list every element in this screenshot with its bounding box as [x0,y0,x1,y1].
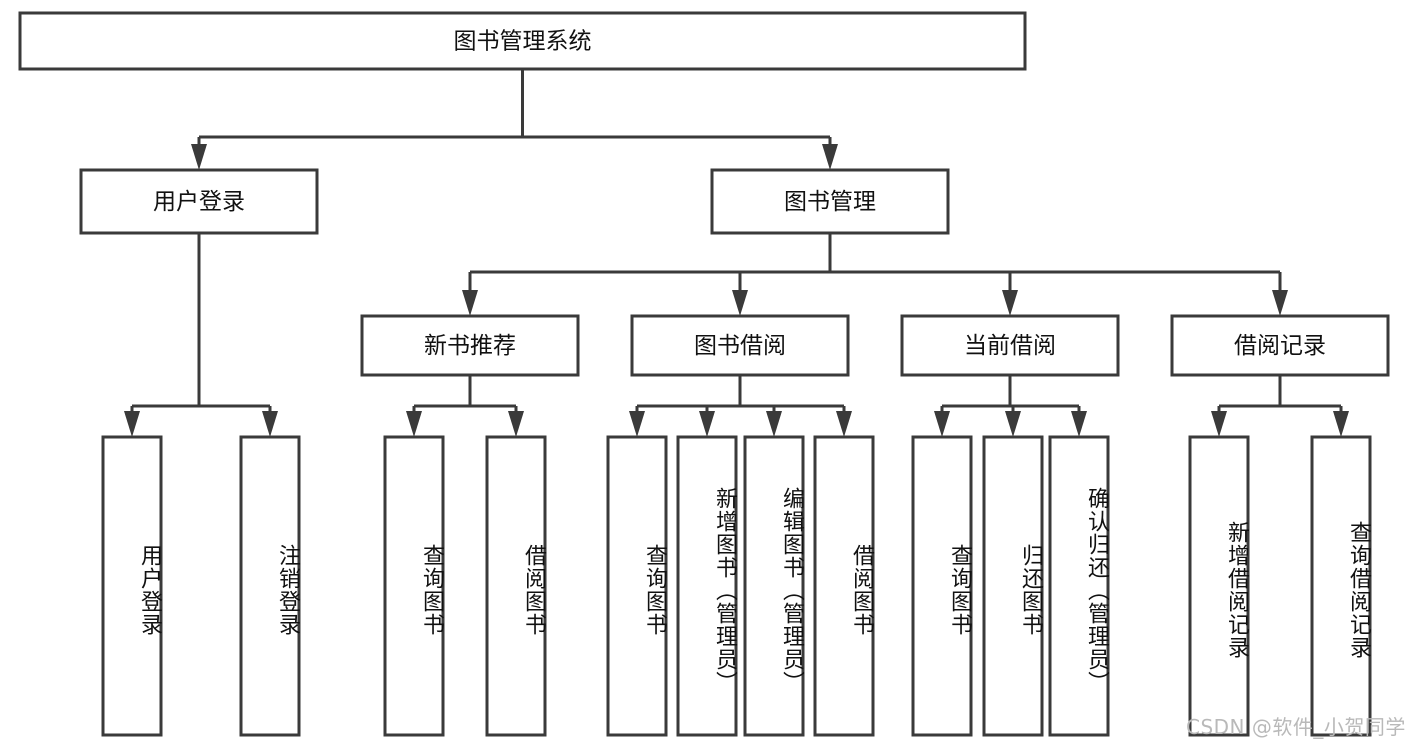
leaf-leaf-borrow-book-box[interactable] [813,435,875,737]
leaf-leaf-add-book-box[interactable] [676,435,738,737]
connector-layer [124,69,1349,437]
node-book-borrow-label: 图书借阅 [694,333,786,359]
arrow-head-leaf-borrow-book [836,411,852,437]
node-borrow-record-label: 借阅记录 [1234,333,1326,359]
leaf-leaf-borrow-book-recommend-box[interactable] [485,435,547,737]
arrow-head-leaf-return-book [1005,411,1021,437]
arrow-head-book-borrow [732,290,748,316]
node-new-book-recommend-label: 新书推荐 [424,333,516,359]
node-new-book-recommend-box[interactable] [360,314,580,377]
arrow-head-leaf-edit-book [766,411,782,437]
arrow-head-leaf-query-borrow-record [1333,411,1349,437]
arrow-head-user-login [191,144,207,170]
leaf-leaf-query-book-borrow-box[interactable] [606,435,668,737]
arrow-head-leaf-add-borrow-record [1211,411,1227,437]
leaf-leaf-return-book-box[interactable] [982,435,1044,737]
watermark-text: CSDN @软件_小贺同学 [1186,715,1405,739]
node-current-borrow-box[interactable] [900,314,1120,377]
arrow-head-leaf-add-book [699,411,715,437]
arrow-head-borrow-record [1272,290,1288,316]
node-current-borrow-label: 当前借阅 [964,333,1056,359]
arrow-head-book-management [822,144,838,170]
leaf-leaf-query-book-current-box[interactable] [911,435,973,737]
leaf-leaf-confirm-return-box[interactable] [1048,435,1110,737]
arrow-head-leaf-query-book-recommend [406,411,422,437]
node-borrow-record-box[interactable] [1170,314,1390,377]
arrow-head-leaf-user-login [124,411,140,437]
node-user-login-label: 用户登录 [153,189,245,215]
leaf-leaf-query-book-recommend-box[interactable] [383,435,445,737]
arrow-head-leaf-query-book-current [934,411,950,437]
arrow-head-leaf-borrow-book-recommend [508,411,524,437]
node-book-management-box[interactable] [710,168,950,235]
leaf-leaf-query-borrow-record-box[interactable] [1310,435,1372,737]
arrow-head-new-book-recommend [462,290,478,316]
leaf-leaf-edit-book-box[interactable] [743,435,805,737]
arrow-head-current-borrow [1002,290,1018,316]
leaf-leaf-user-login-box[interactable] [101,435,163,737]
leaf-leaf-logout-box[interactable] [239,435,301,737]
node-root-box[interactable] [18,11,1027,71]
node-book-borrow-box[interactable] [630,314,850,377]
leaf-leaf-add-borrow-record-box[interactable] [1188,435,1250,737]
arrow-head-leaf-logout [262,411,278,437]
arrow-head-leaf-query-book-borrow [629,411,645,437]
node-user-login-box[interactable] [79,168,319,235]
arrow-head-leaf-confirm-return [1071,411,1087,437]
node-book-management-label: 图书管理 [784,189,876,215]
node-root-label: 图书管理系统 [454,29,592,55]
